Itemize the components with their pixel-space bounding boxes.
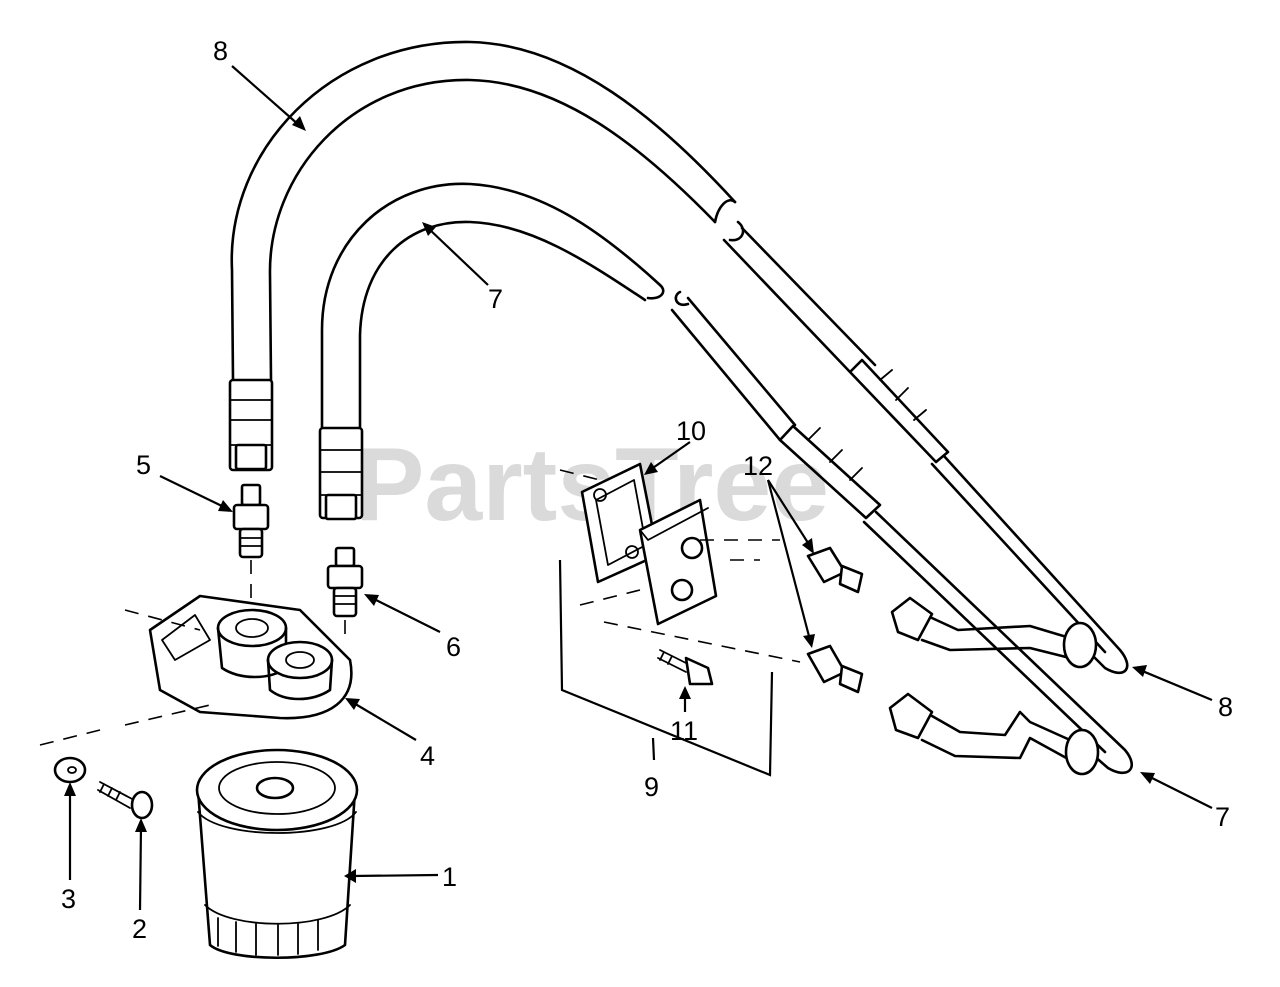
washer — [53, 756, 87, 784]
callout-5: 5 — [136, 450, 151, 480]
leader-lines — [64, 65, 1213, 911]
pipe-8 — [890, 596, 1098, 669]
adapter-block — [638, 498, 718, 626]
pipe-7 — [888, 692, 1100, 776]
hose-8 — [228, 40, 1129, 675]
callout-4: 4 — [420, 741, 435, 771]
fitting-6 — [326, 546, 364, 618]
screw — [97, 781, 154, 820]
callout-10: 10 — [676, 416, 706, 446]
callout-2: 2 — [132, 914, 147, 944]
callout-6: 6 — [446, 632, 461, 662]
assembly-line-top — [124, 609, 201, 631]
kit-bracket — [558, 559, 774, 777]
filter-adapter-base — [148, 594, 353, 720]
callout-11: 11 — [670, 716, 698, 746]
callout-8-top: 8 — [213, 36, 228, 66]
callout-9: 9 — [644, 772, 659, 802]
fitting-5 — [232, 483, 270, 559]
callout-7-top: 7 — [488, 284, 503, 314]
bolt — [657, 649, 714, 686]
callout-8-right: 8 — [1218, 692, 1233, 722]
callout-3: 3 — [61, 884, 76, 914]
oil-filter — [195, 748, 359, 959]
assembly-line-left — [39, 704, 211, 746]
callout-1: 1 — [442, 862, 457, 892]
callout-12: 12 — [743, 451, 773, 481]
hose-7 — [318, 182, 1133, 775]
fitting-12-lower — [806, 644, 864, 694]
fitting-12-upper — [806, 546, 864, 594]
callout-7-right: 7 — [1215, 802, 1230, 832]
